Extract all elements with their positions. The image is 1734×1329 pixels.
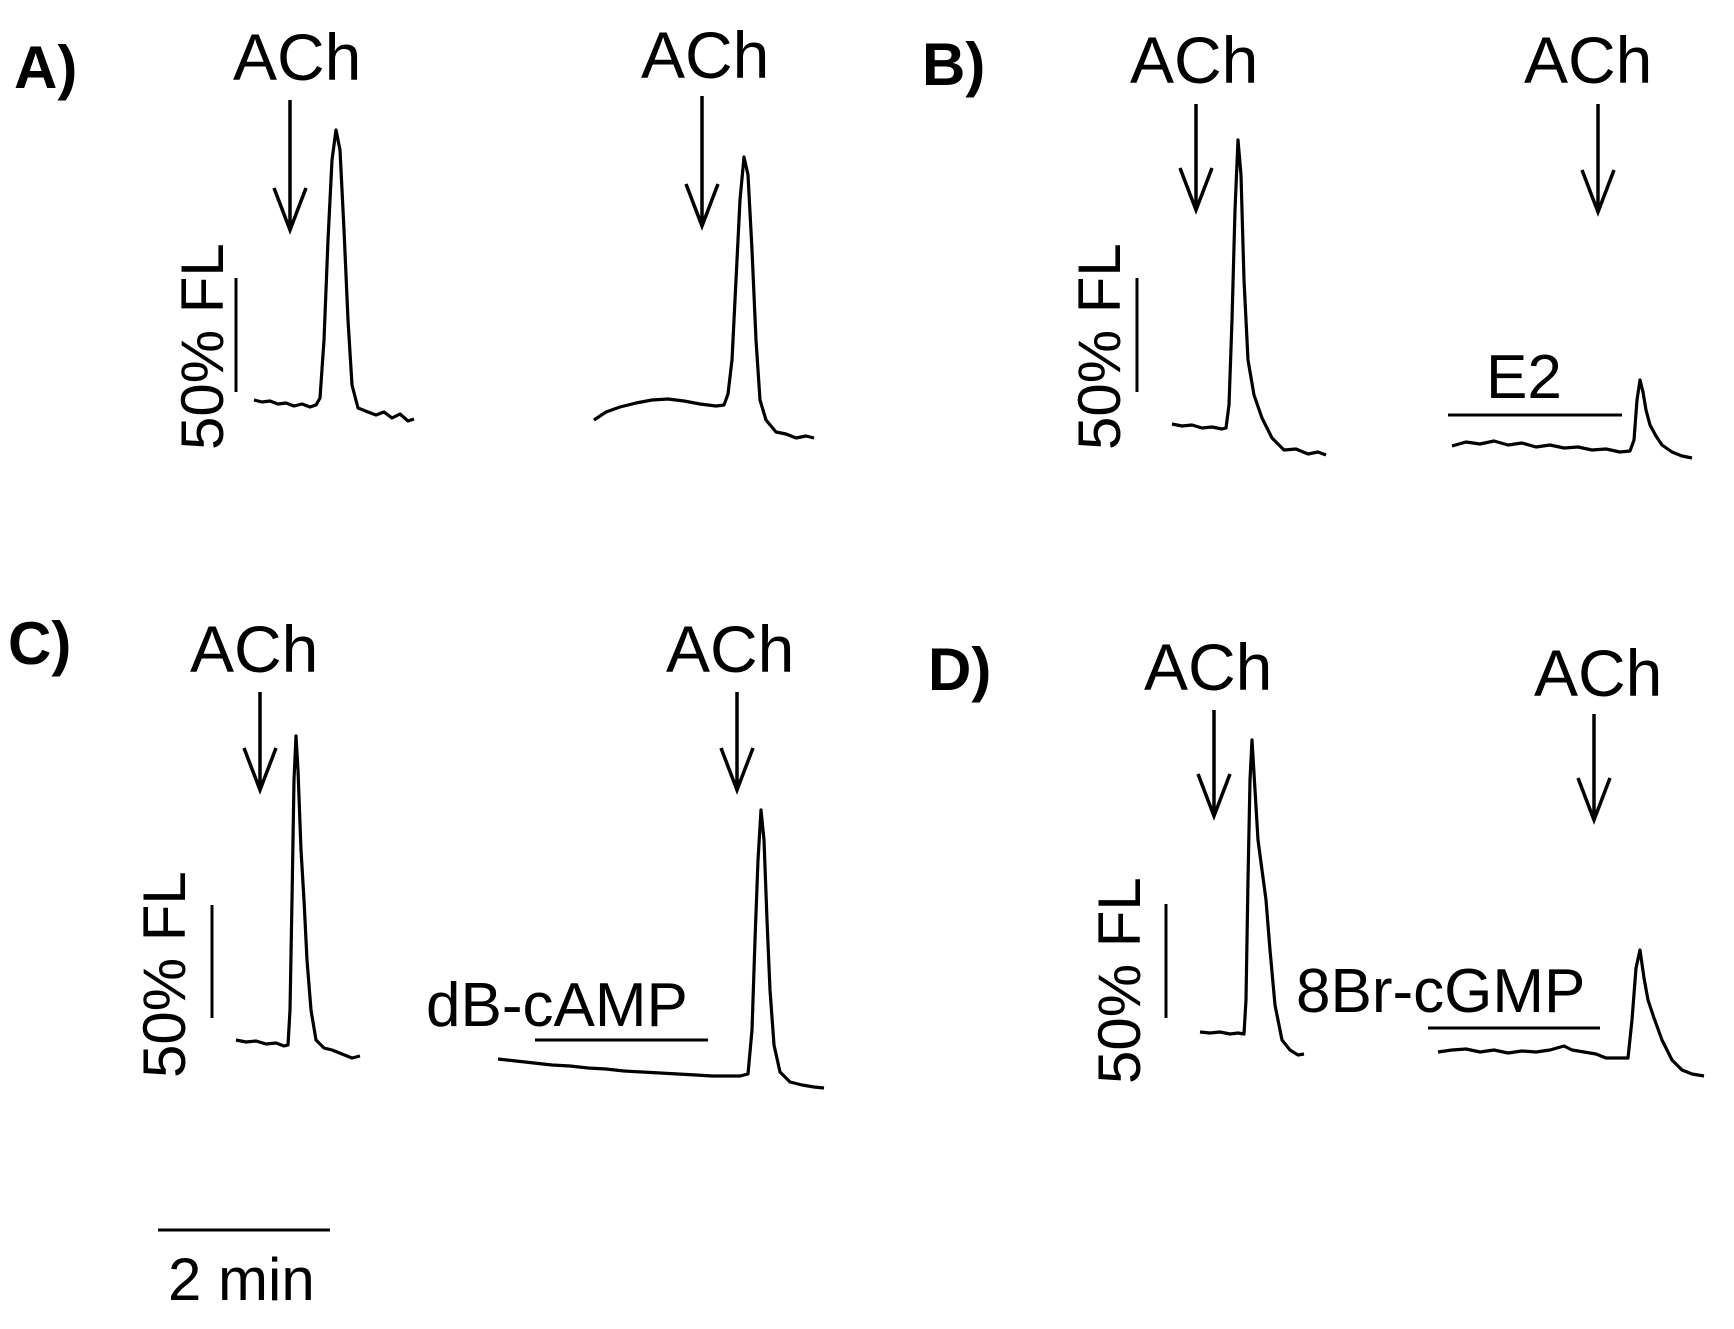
- panel-c-ach-label-2: ACh: [666, 612, 794, 686]
- time-scale-label: 2 min: [168, 1246, 315, 1313]
- panel-d-scale-label: 50% FL: [1086, 877, 1153, 1084]
- panel-a-arrow-1-icon: [272, 100, 308, 235]
- panel-b-ach-label-1: ACh: [1130, 23, 1258, 97]
- time-scale: 2 min: [158, 1228, 330, 1313]
- panel-c-ach-label-1: ACh: [190, 612, 318, 686]
- panel-c-dbcamp-label: dB-cAMP: [426, 971, 688, 1040]
- panel-b-arrow-1-icon: [1178, 104, 1214, 215]
- panel-d-trace-2: [1437, 948, 1705, 1078]
- panel-a-label: A): [14, 34, 77, 101]
- panel-c-arrow-1-icon: [242, 692, 278, 795]
- panel-a-trace-2: [593, 155, 815, 440]
- panel-c-scale-label: 50% FL: [131, 871, 198, 1078]
- panel-d-arrow-2-icon: [1576, 714, 1612, 825]
- panel-d-ach-label-1: ACh: [1144, 630, 1272, 704]
- panel-c: C) ACh ACh 50% FL dB-cAMP: [8, 610, 825, 1090]
- panel-b-trace-2: [1451, 378, 1693, 460]
- panel-b-scale-label: 50% FL: [1066, 243, 1133, 450]
- panel-b-label: B): [922, 31, 985, 98]
- panel-a-ach-label-2: ACh: [641, 18, 769, 92]
- panel-d-label: D): [928, 636, 991, 703]
- panel-b-arrow-2-icon: [1580, 104, 1616, 217]
- panel-d-8brcgmp-label: 8Br-cGMP: [1296, 957, 1585, 1026]
- panel-d-arrow-1-icon: [1196, 710, 1232, 821]
- panel-a-trace-1: [253, 128, 415, 423]
- panel-b-trace-1: [1171, 138, 1327, 457]
- panel-b-ach-label-2: ACh: [1524, 23, 1652, 97]
- panel-d-ach-label-2: ACh: [1534, 636, 1662, 710]
- panel-a-arrow-2-icon: [684, 96, 720, 231]
- panel-b: B) ACh ACh 50% FL E2: [922, 23, 1693, 460]
- panel-c-trace-2: [497, 808, 825, 1090]
- panel-a-scale-label: 50% FL: [169, 243, 236, 450]
- panel-c-label: C): [8, 610, 71, 677]
- panel-d-trace-1: [1199, 738, 1305, 1057]
- panel-c-trace-1: [235, 734, 361, 1060]
- panel-b-e2-label: E2: [1486, 343, 1562, 412]
- panel-d: D) ACh ACh 50% FL 8Br-cGMP: [928, 630, 1705, 1084]
- panel-c-arrow-2-icon: [719, 692, 755, 795]
- panel-a-ach-label-1: ACh: [233, 20, 361, 94]
- panel-a: A) ACh ACh 50% FL: [14, 18, 815, 450]
